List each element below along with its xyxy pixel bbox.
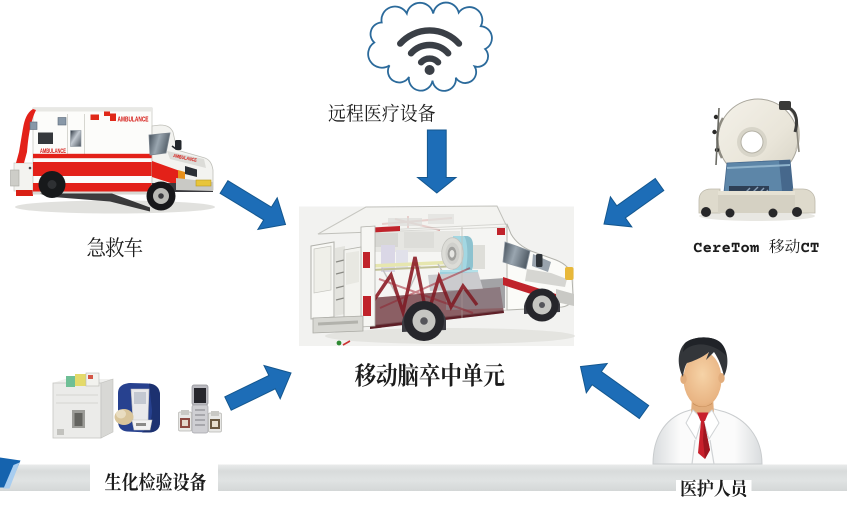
- svg-text:AMBULANCE: AMBULANCE: [173, 153, 198, 164]
- svg-text:AMBULANCE: AMBULANCE: [40, 149, 66, 155]
- svg-text:AMBULANCE: AMBULANCE: [118, 117, 149, 124]
